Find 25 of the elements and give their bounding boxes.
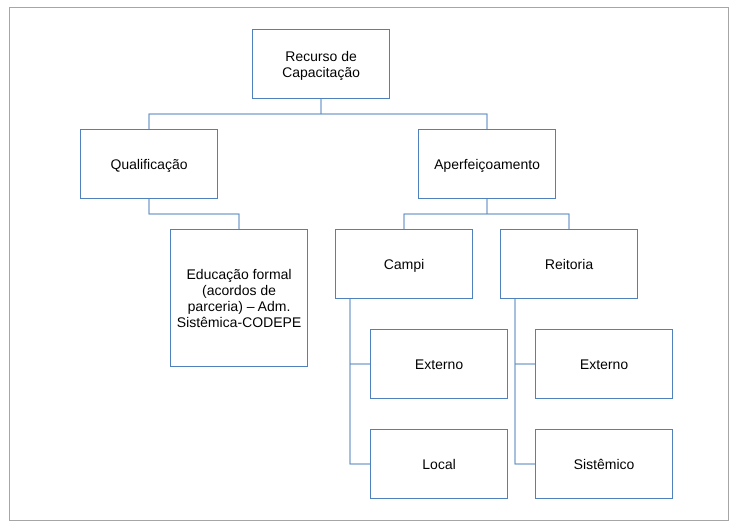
box-label: Educação formal (acordos de parceria) – Adm. Sistêmica-CODEPE <box>176 266 302 330</box>
connector-line <box>320 98 488 130</box>
connector-line <box>148 198 240 230</box>
org-box <box>500 229 638 299</box>
connector-line <box>486 198 570 230</box>
box-label: Campi <box>384 256 424 272</box>
box-label: Local <box>422 456 456 472</box>
org-box <box>80 129 218 199</box>
org-box <box>535 329 673 399</box>
box-label: Recurso de Capacitação <box>281 48 361 80</box>
org-box <box>418 129 556 199</box>
org-box <box>335 229 473 299</box>
box-label: Reitoria <box>544 256 594 272</box>
org-box <box>370 429 508 499</box>
box-label: Externo <box>580 356 628 372</box>
org-box <box>170 229 308 367</box>
org-box <box>252 29 390 99</box>
org-box <box>535 429 673 499</box>
box-label: Aperfeiçoamento <box>434 156 540 172</box>
connector-line <box>350 298 370 464</box>
org-box <box>370 329 508 399</box>
box-label: Qualificação <box>110 156 188 172</box>
connector-line <box>514 298 536 464</box>
box-label: Externo <box>414 356 464 372</box>
box-label: Sistêmico <box>574 456 634 472</box>
